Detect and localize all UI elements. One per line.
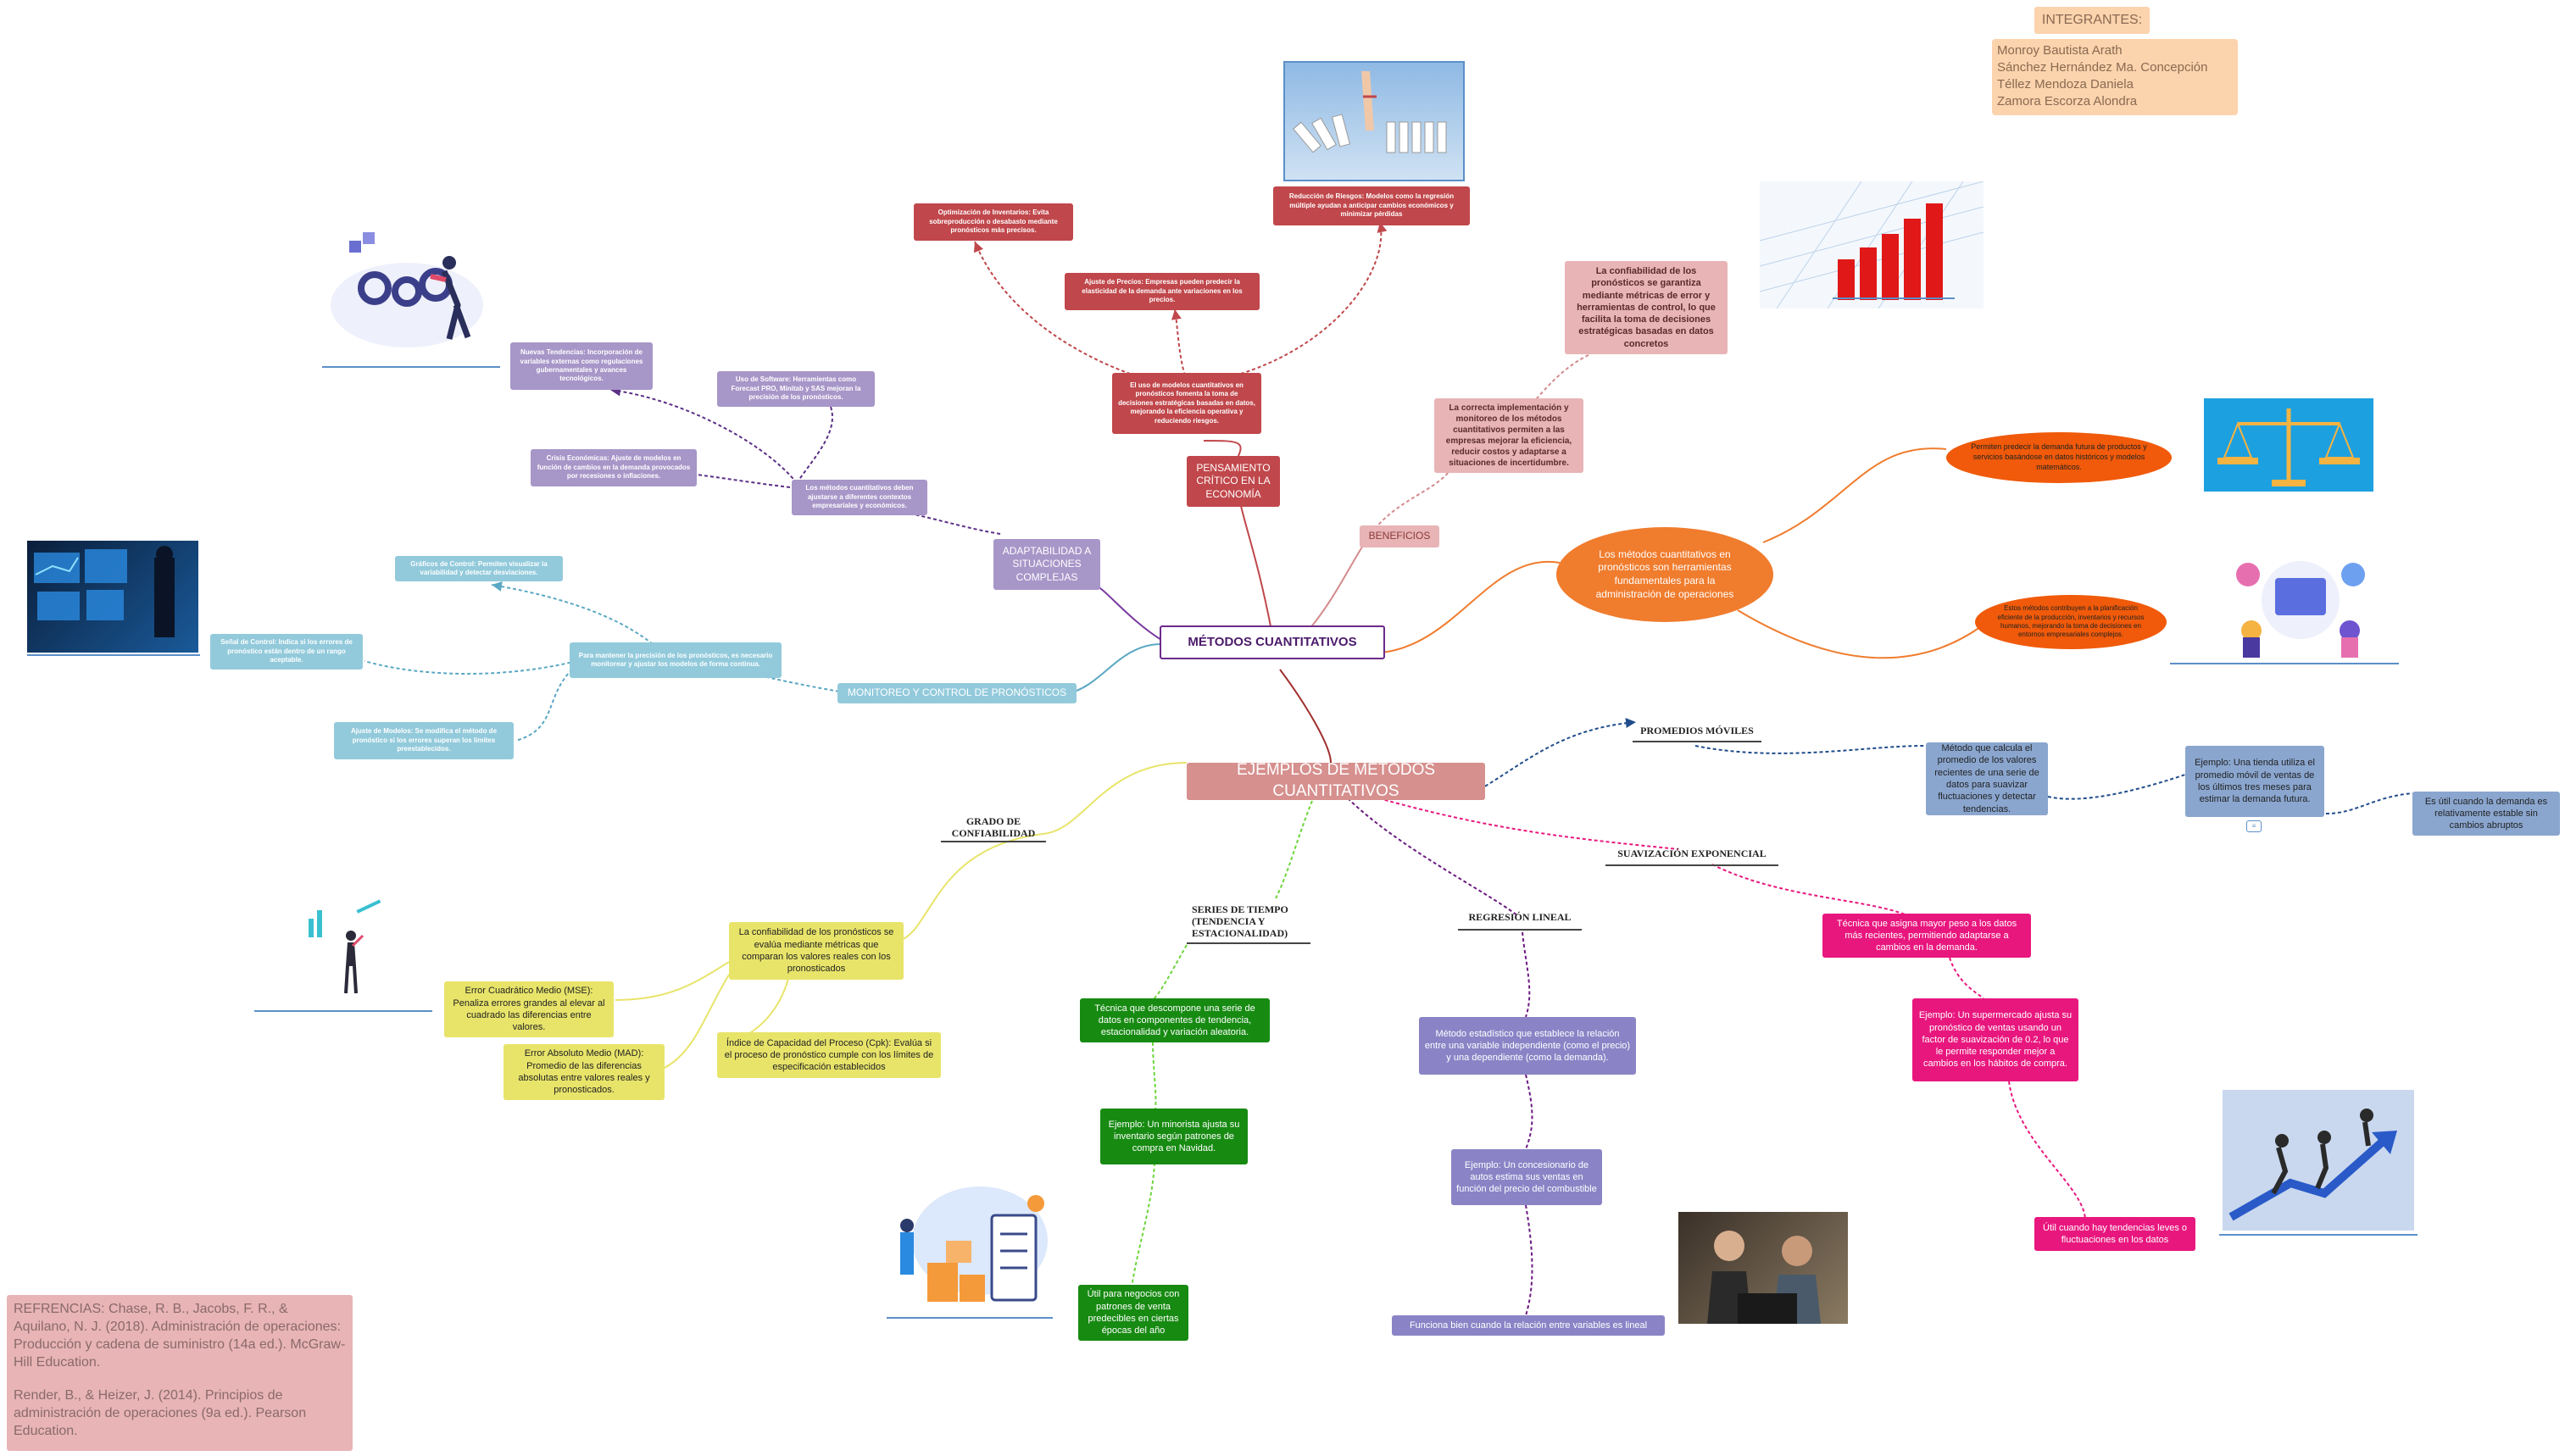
office-team-image (1678, 1212, 1848, 1324)
trading-desk-image (27, 541, 198, 653)
adaptabilidad-tendencias[interactable]: Nuevas Tendencias: Incorporación de vari… (510, 342, 653, 390)
grado-cpk[interactable]: Índice de Capacidad del Proceso (Cpk): E… (717, 1032, 941, 1078)
adaptabilidad-main[interactable]: Los métodos cuantitativos deben ajustars… (792, 480, 927, 515)
member: Téllez Mendoza Daniela (1997, 77, 2134, 92)
suavizacion-def[interactable]: Técnica que asigna mayor peso a los dato… (1822, 914, 2031, 958)
divider-line (254, 1010, 432, 1012)
chart-user-image (297, 898, 395, 998)
integrantes-panel (1992, 39, 2238, 115)
adaptabilidad-title[interactable]: ADAPTABILIDAD A SITUACIONES COMPLEJAS (993, 539, 1100, 590)
herramientas-planificacion[interactable]: Estos métodos contribuyen a la planifica… (1975, 595, 2167, 649)
divider-line (27, 654, 200, 656)
business-growth-image (2223, 1090, 2414, 1231)
grado-main[interactable]: La confiabilidad de los pronósticos se e… (729, 922, 904, 980)
pensamiento-inventarios[interactable]: Optimización de Inventarios: Evita sobre… (914, 203, 1073, 241)
adaptabilidad-crisis[interactable]: Crisis Económicas: Ajuste de modelos en … (531, 449, 697, 486)
divider-line (2170, 663, 2399, 664)
pensamiento-main[interactable]: El uso de modelos cuantitativos en pronó… (1112, 373, 1261, 434)
suavizacion-ejemplo[interactable]: Ejemplo: Un supermercado ajusta su pronó… (1912, 998, 2078, 1081)
inventory-worker-image (887, 1181, 1053, 1315)
divider-line (2219, 1234, 2418, 1236)
divider-line (887, 1317, 1053, 1319)
regresion-uso[interactable]: Funciona bien cuando la relación entre v… (1392, 1315, 1665, 1336)
series-def[interactable]: Técnica que descompone una serie de dato… (1080, 998, 1270, 1042)
pensamiento-title[interactable]: PENSAMIENTO CRÍTICO EN LA ECONOMÍA (1187, 456, 1280, 507)
member: Zamora Escorza Alondra (1997, 94, 2138, 108)
ejemplos-title[interactable]: EJEMPLOS DE MÉTODOS CUANTITATIVOS (1187, 763, 1485, 800)
regresion-def[interactable]: Método estadístico que establece la rela… (1419, 1017, 1636, 1075)
monitoreo-title[interactable]: MONITOREO Y CONTROL DE PRONÓSTICOS (837, 683, 1077, 703)
note-icon[interactable]: ≡ (2246, 820, 2262, 832)
balance-scale-image (2204, 398, 2373, 492)
integrantes-title: INTEGRANTES: (2034, 7, 2150, 34)
promedios-uso[interactable]: Es útil cuando la demanda es relativamen… (2412, 792, 2560, 836)
referencias-panel: REFRENCIAS: Chase, R. B., Jacobs, F. R.,… (7, 1295, 353, 1451)
member: Sánchez Hernández Ma. Concepción (1997, 60, 2208, 75)
grado-mse[interactable]: Error Cuadrático Medio (MSE): Penaliza e… (444, 981, 614, 1037)
monitoreo-graficos[interactable]: Gráficos de Control: Permiten visualizar… (395, 556, 563, 581)
monitoreo-ajuste[interactable]: Ajuste de Modelos: Se modifica el método… (334, 722, 514, 759)
suavizacion-uso[interactable]: Útil cuando hay tendencias leves o fluct… (2034, 1217, 2195, 1251)
promedios-title[interactable]: PROMEDIOS MÓVILES (1633, 722, 1761, 742)
grado-title[interactable]: GRADO DE CONFIABILIDAD (941, 815, 1046, 842)
promedios-ejemplo[interactable]: Ejemplo: Una tienda utiliza el promedio … (2185, 746, 2324, 817)
grado-mad[interactable]: Error Absoluto Medio (MAD): Promedio de … (504, 1044, 665, 1100)
series-ejemplo[interactable]: Ejemplo: Un minorista ajusta su inventar… (1100, 1109, 1248, 1164)
adaptabilidad-software[interactable]: Uso de Software: Herramientas como Forec… (717, 371, 875, 407)
integrantes-list: Monroy Bautista Arath Sánchez Hernández … (1997, 42, 2234, 114)
series-title[interactable]: SERIES DE TIEMPO (TENDENCIA Y ESTACIONAL… (1187, 902, 1310, 944)
herramientas-main[interactable]: Los métodos cuantitativos en pronósticos… (1556, 527, 1773, 622)
beneficios-title[interactable]: BENEFICIOS (1360, 525, 1439, 547)
dominoes-image (1283, 61, 1465, 181)
beneficio-2[interactable]: La confiabilidad de los pronósticos se g… (1565, 261, 1728, 354)
beneficio-1[interactable]: La correcta implementación y monitoreo d… (1434, 398, 1583, 473)
suavizacion-title[interactable]: SUAVIZACIÓN EXPONENCIAL (1605, 844, 1778, 866)
regresion-ejemplo[interactable]: Ejemplo: Un concesionario de autos estim… (1451, 1149, 1602, 1205)
herramientas-demanda[interactable]: Permiten predecir la demanda futura de p… (1946, 432, 2172, 483)
member: Monroy Bautista Arath (1997, 43, 2123, 58)
monitoreo-main[interactable]: Para mantener la precisión de los pronós… (570, 642, 782, 678)
reference-2: Render, B., & Heizer, J. (2014). Princip… (14, 1388, 307, 1438)
central-topic[interactable]: MÉTODOS CUANTITATIVOS (1160, 625, 1385, 659)
monitoreo-senal[interactable]: Señal de Control: Indica si los errores … (210, 634, 363, 670)
divider-line (322, 366, 500, 368)
pensamiento-precios[interactable]: Ajuste de Precios: Empresas pueden prede… (1065, 273, 1260, 310)
gears-image (322, 229, 492, 358)
promedios-def[interactable]: Método que calcula el promedio de los va… (1926, 742, 2048, 815)
team-planning-image (2217, 549, 2384, 659)
reference-1: REFRENCIAS: Chase, R. B., Jacobs, F. R.,… (14, 1302, 346, 1370)
series-uso[interactable]: Útil para negocios con patrones de venta… (1078, 1285, 1188, 1341)
pensamiento-riesgos[interactable]: Reducción de Riesgos: Modelos como la re… (1273, 186, 1470, 225)
regresion-title[interactable]: REGRESIÓN LINEAL (1458, 907, 1582, 931)
bar-chart-image (1760, 181, 1984, 308)
